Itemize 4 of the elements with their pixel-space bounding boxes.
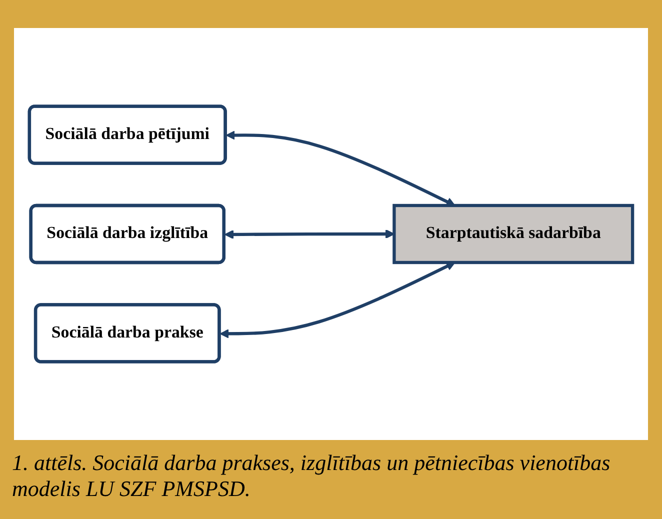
node-box: Starptautiskā sadarbība <box>392 204 634 264</box>
figure-caption: 1. attēls. Sociālā darba prakses, izglītības un pētniecības vienotības modelis LU SZF PMSPSD. <box>12 450 612 502</box>
arrow <box>226 130 456 206</box>
arrow <box>224 229 395 240</box>
